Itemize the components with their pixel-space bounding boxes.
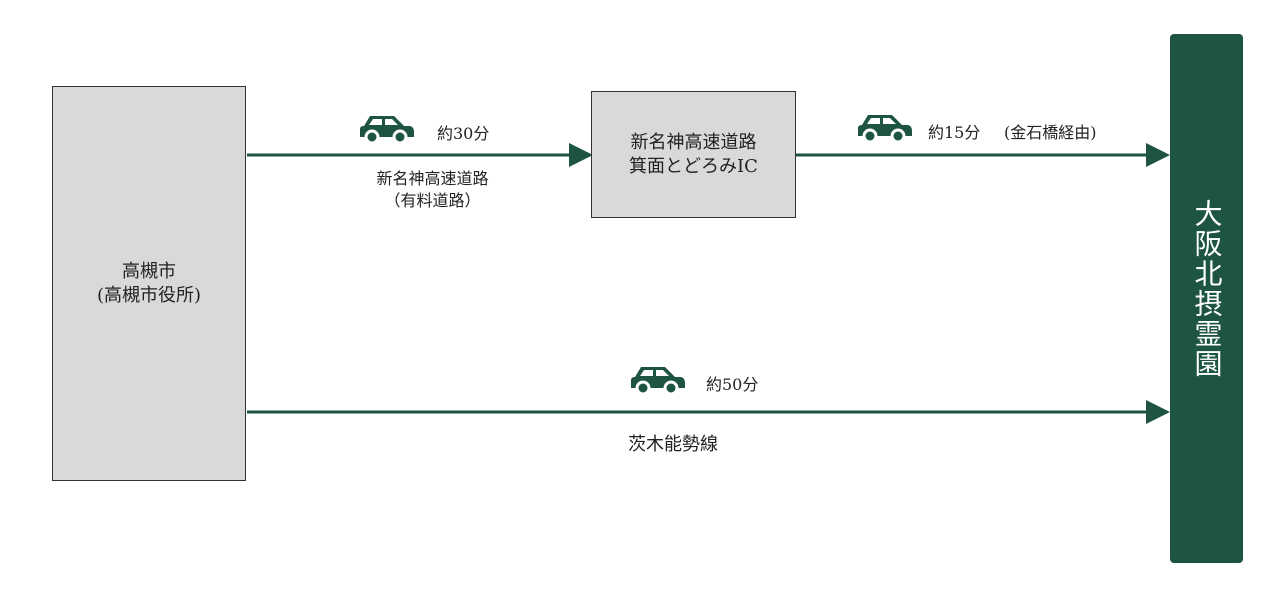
car-icon <box>631 367 685 395</box>
route1-road: 新名神高速道路 （有料道路） <box>360 168 505 212</box>
route1-time: 約30分 <box>437 124 490 143</box>
route3-time: 約50分 <box>706 375 759 394</box>
route1-road-type: （有料道路） <box>384 191 481 210</box>
car-icon <box>858 115 912 143</box>
destination-name: 大阪北摂霊園 <box>1190 199 1224 379</box>
origin-box: 高槻市(高槻市役所) <box>52 86 246 481</box>
ic-road: 新名神高速道路 <box>630 131 757 153</box>
ic-name: 箕面とどろみIC <box>629 155 758 177</box>
origin-sub: (高槻市役所) <box>96 284 202 306</box>
destination-box: 大阪北摂霊園 <box>1170 34 1243 563</box>
car-icon <box>360 116 414 144</box>
route3-road: 茨木能勢線 <box>628 434 718 455</box>
route2-note: (金石橋経由) <box>1004 123 1097 142</box>
origin-name: 高槻市 <box>121 260 176 282</box>
route1-road-name: 新名神高速道路 <box>376 169 489 188</box>
interchange-box: 新名神高速道路箕面とどろみIC <box>591 91 796 218</box>
route2-time: 約15分 <box>928 123 981 142</box>
